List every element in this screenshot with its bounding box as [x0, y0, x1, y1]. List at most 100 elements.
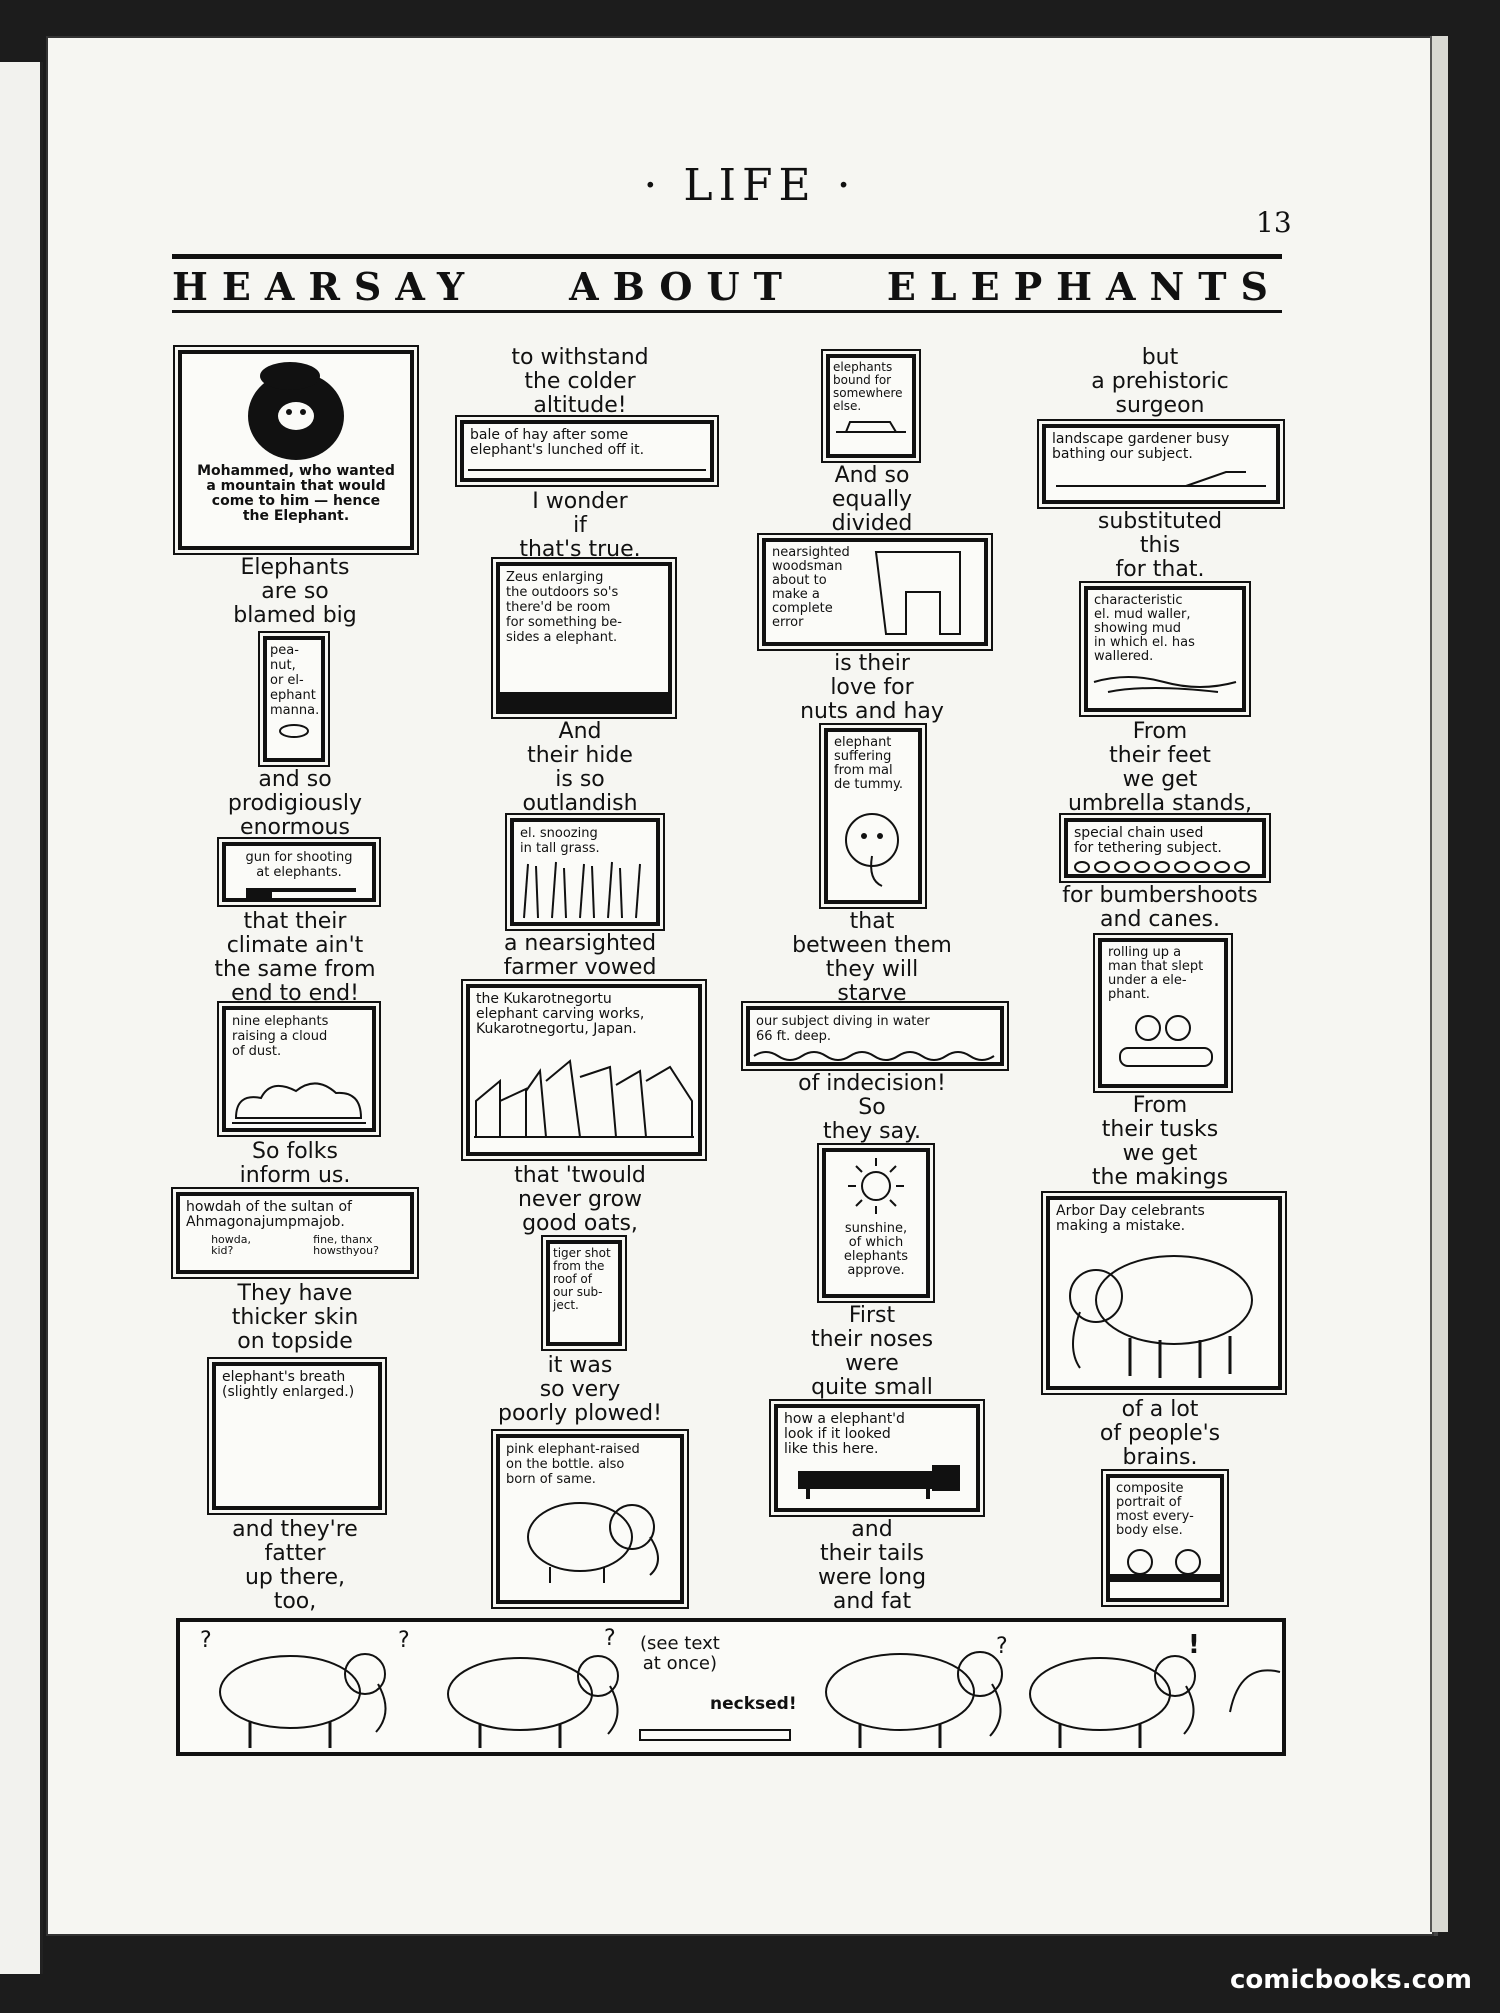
strip-mark-5: ! — [1188, 1630, 1200, 1660]
panel-bound-label: elephants bound for somewhere else. — [833, 360, 903, 413]
panel-works-label: the Kukarotnegortu elephant carving work… — [476, 991, 645, 1037]
panel-woodsman-label: nearsighted woodsman about to make a com… — [772, 545, 850, 630]
caption-col3-4: of indecision! So they say. — [798, 1071, 946, 1144]
headline: HEARSAY ABOUT ELEPHANTS — [172, 263, 1282, 309]
panel-gun: gun for shooting at elephants. — [217, 837, 381, 907]
panel-gardener: landscape gardener busy bathing our subj… — [1037, 419, 1285, 509]
panel-tiger: tiger shot from the roof of our sub- jec… — [541, 1235, 627, 1351]
zeus-ground — [500, 692, 668, 710]
panel-gardener-label: landscape gardener busy bathing our subj… — [1052, 431, 1230, 462]
ship-illustration — [836, 421, 906, 433]
turbaned-head-illustration — [248, 362, 344, 460]
arbor-elephant-illustration — [1069, 1255, 1253, 1378]
headline-word-2: ABOUT — [569, 263, 796, 309]
panel-pink-label: pink elephant-raised on the bottle. also… — [506, 1442, 640, 1487]
water-waves-illustration — [753, 1051, 995, 1061]
caption-col2-5: that 'twould never grow good oats, — [514, 1163, 646, 1236]
panel-peanut-label: pea- nut, or el- ephant manna. — [270, 643, 320, 718]
page-number: 13 — [1256, 206, 1292, 239]
caption-col1-3: that their climate ain't the same from e… — [214, 909, 376, 1006]
caption-col1-1: Elephants are so blamed big — [233, 555, 357, 628]
caption-col2-6: it was so very poorly plowed! — [498, 1353, 662, 1426]
strip-note: (see text at once) — [640, 1633, 720, 1674]
rifle-illustration — [246, 888, 356, 898]
panel-tiger-label: tiger shot from the roof of our sub- jec… — [553, 1246, 611, 1312]
howdah-speech-right: fine, thanx howsthyou? — [313, 1233, 379, 1257]
strip-mark-1: ? — [200, 1628, 212, 1653]
strip-mark-2: ? — [398, 1628, 410, 1653]
caption-col1-4: So folks inform us. — [239, 1139, 351, 1188]
tall-grass-illustration — [523, 861, 641, 919]
panel-zeus-label: Zeus enlarging the outdoors so's there'd… — [506, 570, 622, 645]
howdah-speech-left: howda, kid? — [211, 1233, 251, 1257]
panel-zeus: Zeus enlarging the outdoors so's there'd… — [491, 557, 677, 719]
page-stack-edge — [1430, 36, 1448, 1932]
panel-suffering-label: elephant suffering from mal de tummy. — [834, 735, 904, 792]
panel-dust-label: nine elephants raising a cloud of dust. — [232, 1014, 329, 1059]
panel-rolling-label: rolling up a man that slept under a ele-… — [1108, 945, 1204, 1002]
panel-pink: pink elephant-raised on the bottle. also… — [491, 1429, 689, 1609]
panel-mud: characteristic el. mud waller, showing m… — [1079, 581, 1251, 717]
panel-sunshine-label: sunshine, of which elephants approve. — [843, 1221, 909, 1278]
elephant-leg-illustration — [874, 551, 961, 635]
sun-icon — [848, 1158, 904, 1214]
panel-suffering: elephant suffering from mal de tummy. — [819, 723, 927, 909]
caption-col3-6: and their tails were long and fat — [817, 1517, 927, 1614]
caption-col3-2: is their love for nuts and hay — [800, 651, 944, 724]
panel-diving: our subject diving in water 66 ft. deep. — [741, 1001, 1009, 1071]
caption-col1-5: They have thicker skin on topside — [231, 1281, 359, 1354]
panel-looks-label: how a elephant'd look if it looked like … — [784, 1411, 905, 1457]
long-animal-illustration — [798, 1465, 960, 1499]
panel-grass: el. snoozing in tall grass. — [505, 813, 665, 931]
peanut-illustration — [279, 724, 309, 738]
caption-col3-1: And so equally divided — [831, 463, 913, 536]
sick-elephant-illustration — [845, 813, 899, 887]
watermark: comicbooks.com — [1229, 1965, 1472, 1995]
factory-skyline-illustration — [474, 1059, 694, 1138]
panel-peanut: pea- nut, or el- ephant manna. — [258, 631, 330, 767]
strip-necksed-label: necksed! — [710, 1694, 797, 1714]
panel-arbor-label: Arbor Day celebrants making a mistake. — [1056, 1203, 1205, 1234]
bottom-elephant-parade-strip: ? ? ? ? ! (see text at once) necksed! — [176, 1618, 1286, 1756]
panel-composite-label: composite portrait of most every- body e… — [1116, 1481, 1194, 1538]
caption-col2-2: I wonder if that's true. — [519, 489, 641, 562]
chain-illustration — [1074, 861, 1250, 873]
caption-col4-1: but a prehistoric surgeon — [1091, 345, 1229, 418]
panel-diving-label: our subject diving in water 66 ft. deep. — [756, 1014, 930, 1044]
panel-arbor: Arbor Day celebrants making a mistake. — [1041, 1191, 1287, 1395]
header-rule-top — [172, 254, 1282, 259]
caption-col2-1: to withstand the colder altitude! — [511, 345, 649, 418]
headline-word-1: HEARSAY — [172, 263, 479, 309]
panel-breath: elephant's breath (slightly enlarged.) — [207, 1357, 387, 1515]
panel-woodsman: nearsighted woodsman about to make a com… — [757, 533, 993, 651]
caption-col2-3: And their hide is so outlandish — [522, 719, 638, 816]
caption-col1-2: and so prodigiously enormous — [227, 767, 363, 840]
panel-gun-label: gun for shooting at elephants. — [245, 850, 353, 880]
panel-looks: how a elephant'd look if it looked like … — [769, 1399, 985, 1517]
panel-bound: elephants bound for somewhere else. — [821, 349, 921, 463]
caption-col2-4: a nearsighted farmer vowed — [503, 931, 657, 980]
headline-word-3: ELEPHANTS — [886, 263, 1282, 309]
caption-col3-3: that between them they will starve — [792, 909, 952, 1006]
panel-mohammed-label: Mohammed, who wanted a mountain that wou… — [197, 463, 395, 524]
header-rule-bottom — [172, 310, 1282, 313]
hay-ground-illustration — [468, 469, 706, 471]
previous-page-edge — [0, 62, 43, 1974]
caption-col4-6: of a lot of people's brains. — [1099, 1397, 1221, 1470]
caption-col3-5: First their noses were quite small — [810, 1303, 934, 1400]
caption-col4-3: From their feet we get umbrella stands, — [1067, 719, 1253, 816]
panel-hay-label: bale of hay after some elephant's lunche… — [470, 427, 645, 458]
composite-portrait-illustration — [1110, 1549, 1220, 1582]
strip-mark-4: ? — [996, 1634, 1008, 1659]
panel-mohammed: Mohammed, who wanted a mountain that wou… — [173, 345, 419, 555]
panel-dust: nine elephants raising a cloud of dust. — [217, 1001, 381, 1137]
panel-hay: bale of hay after some elephant's lunche… — [455, 415, 719, 487]
caption-col1-6: and they're fatter up there, too, — [232, 1517, 358, 1614]
dust-cloud-illustration — [232, 1082, 366, 1124]
panel-breath-label: elephant's breath (slightly enlarged.) — [222, 1369, 355, 1400]
magazine-title: · LIFE · — [643, 160, 857, 211]
panel-rolling: rolling up a man that slept under a ele-… — [1093, 933, 1233, 1093]
panel-mud-label: characteristic el. mud waller, showing m… — [1094, 593, 1195, 664]
caption-col4-2: substituted this for that. — [1097, 509, 1223, 582]
rolled-man-illustration — [1119, 1015, 1213, 1067]
